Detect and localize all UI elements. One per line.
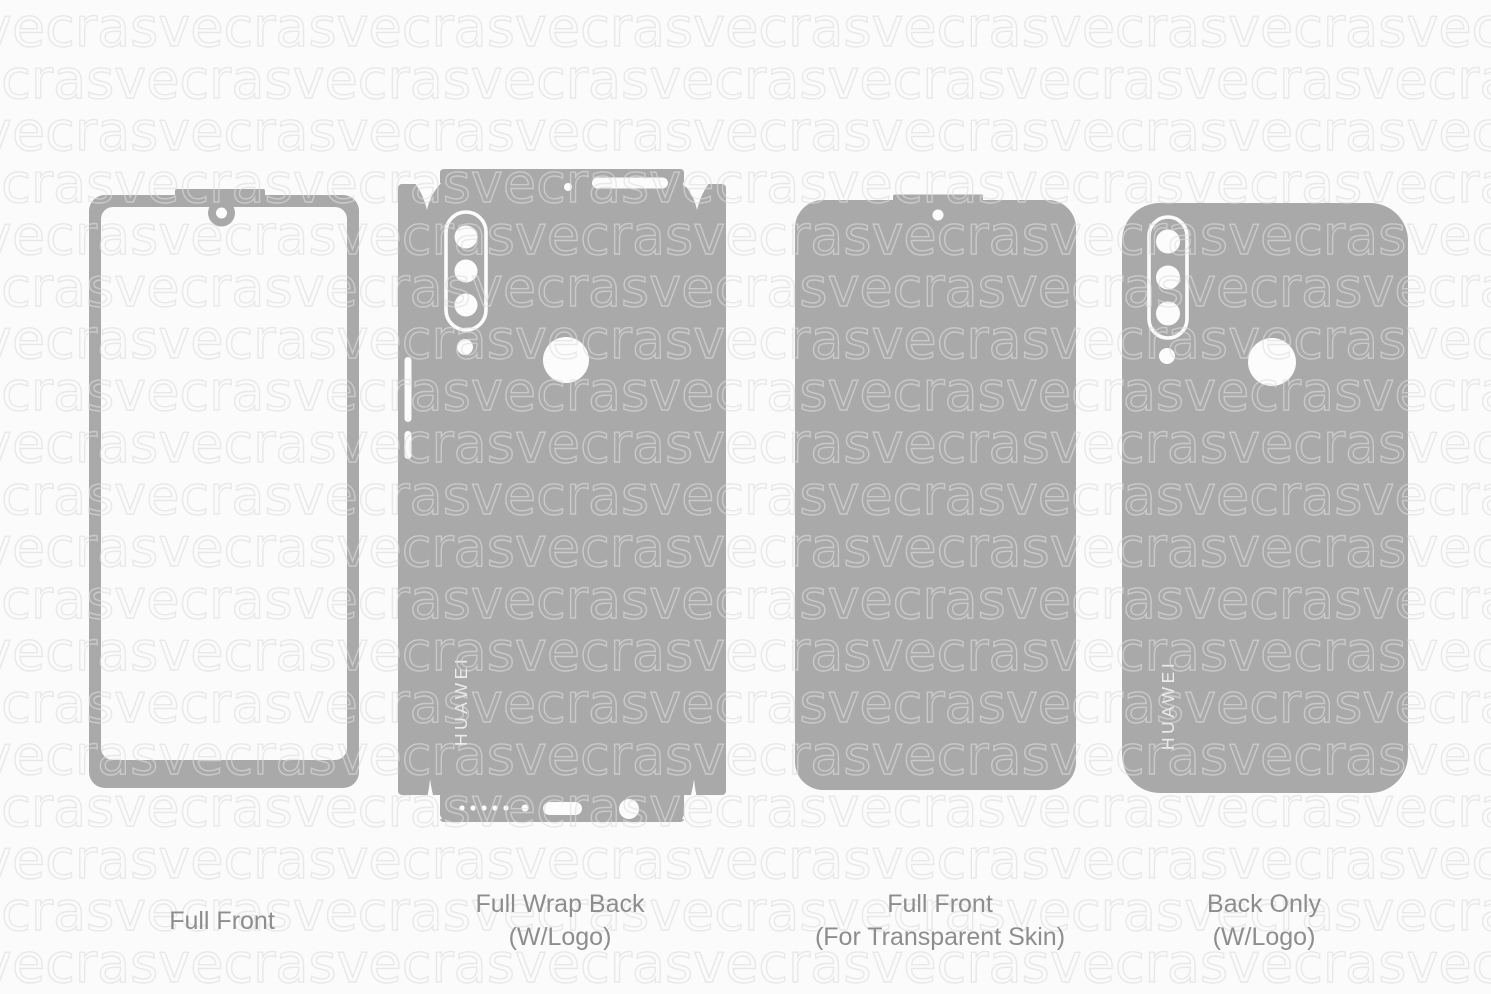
back-only-template: HUAWEI [1122, 203, 1408, 793]
caption-back-only: Back Only (W/Logo) [1084, 886, 1444, 956]
mic-hole-cutout [521, 804, 529, 812]
speaker-hole-cutout [470, 805, 476, 811]
lens-cutout [454, 293, 478, 317]
caption-line: Full Front [169, 906, 275, 935]
full-wrap-back-template: HUAWEI [398, 169, 726, 822]
flash-cutout [457, 339, 473, 355]
mic-hole-cutout [564, 183, 572, 191]
camera-module-cutout [444, 210, 488, 332]
top-edge-cutouts [564, 177, 689, 191]
lens-cutout [1156, 301, 1180, 326]
headphone-jack-cutout [619, 799, 639, 819]
lens-cutout [1156, 265, 1180, 290]
back-outline [1122, 203, 1408, 793]
front-frame-outline [89, 195, 359, 788]
camera-lens-cutouts [454, 225, 478, 317]
volume-slot-cutout [404, 357, 412, 422]
caption-line: Full Wrap Back [475, 890, 645, 918]
caption-line: (W/Logo) [508, 923, 612, 951]
lens-cutout [454, 259, 478, 283]
side-button-cutouts [404, 357, 412, 459]
huawei-logo: HUAWEI [451, 656, 471, 746]
speaker-hole-cutout [503, 805, 509, 811]
usb-port-cutout [543, 802, 582, 815]
lens-cutout [1156, 229, 1180, 254]
mic-hole-cutout [683, 181, 689, 187]
fingerprint-cutout [1248, 338, 1296, 386]
power-slot-cutout [404, 431, 412, 459]
front-camera-hole [216, 207, 227, 219]
front-camera-hole [932, 209, 944, 221]
flash-cutout [1159, 348, 1175, 364]
huawei-logo: HUAWEI [1158, 660, 1178, 750]
caption-full-wrap-back: Full Wrap Back (W/Logo) [380, 886, 740, 956]
earpiece-cutout [592, 177, 668, 189]
speaker-hole-cutout [459, 805, 465, 811]
camera-lens-cutouts [1156, 229, 1180, 326]
caption-line: (W/Logo) [1212, 923, 1316, 951]
full-front-transparent-template [795, 194, 1076, 790]
caption-full-front-transparent: Full Front (For Transparent Skin) [760, 886, 1120, 956]
caption-full-front: Full Front [42, 886, 402, 956]
caption-line: Back Only [1207, 890, 1321, 918]
full-front-template [89, 189, 359, 788]
caption-line: (For Transparent Skin) [814, 923, 1066, 951]
speaker-hole-cutout [492, 805, 498, 811]
speaker-hole-cutout [481, 805, 487, 811]
lens-cutout [454, 225, 478, 249]
front-solid-outline [795, 200, 1076, 790]
caption-line: Full Front [887, 890, 993, 918]
bottom-edge-cutouts [459, 799, 639, 819]
wrap-body [398, 184, 726, 795]
fingerprint-cutout [543, 337, 589, 383]
camera-module-cutout [1147, 215, 1189, 340]
